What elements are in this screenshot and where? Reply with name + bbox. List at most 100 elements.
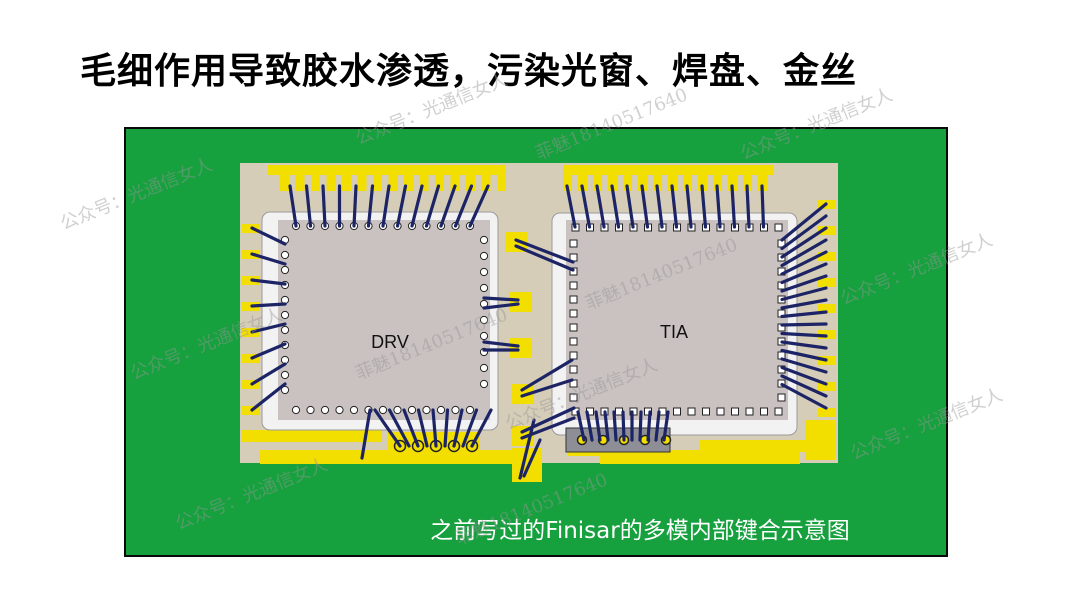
diagram-caption: 之前写过的Finisar的多模内部键合示意图 (430, 518, 849, 544)
bond-pad (745, 407, 754, 416)
bond-pad (687, 407, 696, 416)
bond-pad (569, 239, 578, 248)
bond-pad (280, 385, 290, 395)
gold-pad (466, 165, 475, 191)
gold-pad (805, 420, 835, 460)
gold-wire (745, 184, 751, 229)
gold-wire (780, 238, 828, 268)
gold-pad (608, 165, 617, 191)
gold-wire (514, 238, 575, 264)
gold-wire (640, 184, 650, 229)
bond-pad (465, 405, 475, 415)
gold-pad (268, 165, 500, 175)
gold-wire (780, 262, 828, 285)
gold-pad (713, 165, 722, 191)
gold-pad (242, 430, 382, 442)
gold-wire (700, 184, 708, 229)
gold-pad (818, 330, 836, 339)
gold-wire (610, 184, 621, 229)
gold-pad (818, 226, 836, 235)
bond-pad (280, 310, 290, 320)
bond-pad (280, 325, 290, 335)
gold-wire (780, 298, 828, 310)
gold-wire (625, 184, 635, 229)
gold-wire (612, 410, 618, 442)
bond-pad (422, 405, 431, 415)
gold-pad (342, 165, 351, 191)
gold-pad (683, 165, 692, 191)
gold-pad (481, 165, 491, 191)
gold-wire (662, 410, 670, 442)
bond-pad (280, 265, 290, 275)
gold-wire (431, 408, 438, 448)
bond-pad (569, 323, 578, 332)
gold-wire (304, 184, 313, 228)
gold-pad (563, 165, 572, 191)
gold-wire (452, 408, 464, 448)
gold-wire (424, 184, 441, 228)
bond-pad (569, 281, 578, 290)
gold-wire (482, 296, 520, 302)
gold-wire (461, 408, 479, 448)
gold-pad (497, 165, 506, 191)
bond-pad (349, 405, 359, 415)
gold-wire (576, 410, 586, 442)
gold-wire (482, 302, 520, 310)
gold-wire (780, 357, 828, 374)
gold-pad (357, 165, 367, 191)
gold-pad (743, 165, 752, 191)
gold-pad (818, 382, 836, 391)
gold-pad (818, 304, 836, 313)
gold-pad (700, 440, 820, 452)
gold-wire (352, 184, 358, 228)
bond-pad (569, 337, 578, 346)
bond-pad (673, 407, 681, 416)
gold-pad (668, 165, 677, 191)
gold-pad (311, 165, 320, 191)
gold-wire (250, 302, 287, 308)
bond-pad (320, 405, 330, 415)
gold-wire (585, 410, 594, 442)
bond-pad (479, 379, 489, 389)
gold-wire (482, 340, 520, 348)
gold-pad (450, 165, 460, 191)
bond-pad (569, 393, 578, 402)
gold-wire (395, 184, 408, 228)
gold-wire (402, 408, 420, 448)
bond-pad (731, 407, 739, 416)
gold-wire (514, 244, 575, 272)
gold-wire (410, 184, 424, 228)
gold-wire (443, 408, 450, 448)
bond-pad (569, 365, 578, 374)
gold-wire (580, 184, 592, 229)
gold-pad (295, 165, 305, 191)
gold-pad (638, 165, 647, 191)
gold-wire (780, 340, 828, 350)
drv-chip (278, 220, 490, 420)
gold-wire (595, 184, 606, 229)
gold-pad (388, 165, 398, 191)
gold-pad (593, 165, 602, 191)
gold-wire (470, 408, 493, 448)
gold-wire (730, 184, 737, 229)
bond-pad (569, 295, 578, 304)
gold-wire (416, 408, 429, 448)
gold-pad (758, 165, 767, 191)
gold-wire (453, 184, 474, 228)
bond-pad (393, 405, 402, 415)
gold-wire (250, 342, 287, 360)
gold-wire (565, 184, 577, 229)
bond-pad (774, 407, 783, 416)
bond-pad (335, 405, 344, 415)
gold-wire (780, 365, 828, 386)
gold-wire (387, 408, 411, 448)
gold-wire-group (250, 184, 828, 480)
bond-pad (407, 405, 417, 415)
bond-pad (569, 351, 578, 360)
gold-wire (518, 418, 536, 480)
gold-wire (250, 362, 287, 386)
gold-wire (288, 184, 298, 228)
gold-wire (654, 410, 661, 442)
bond-pad (479, 235, 489, 245)
gold-wire (646, 410, 652, 442)
